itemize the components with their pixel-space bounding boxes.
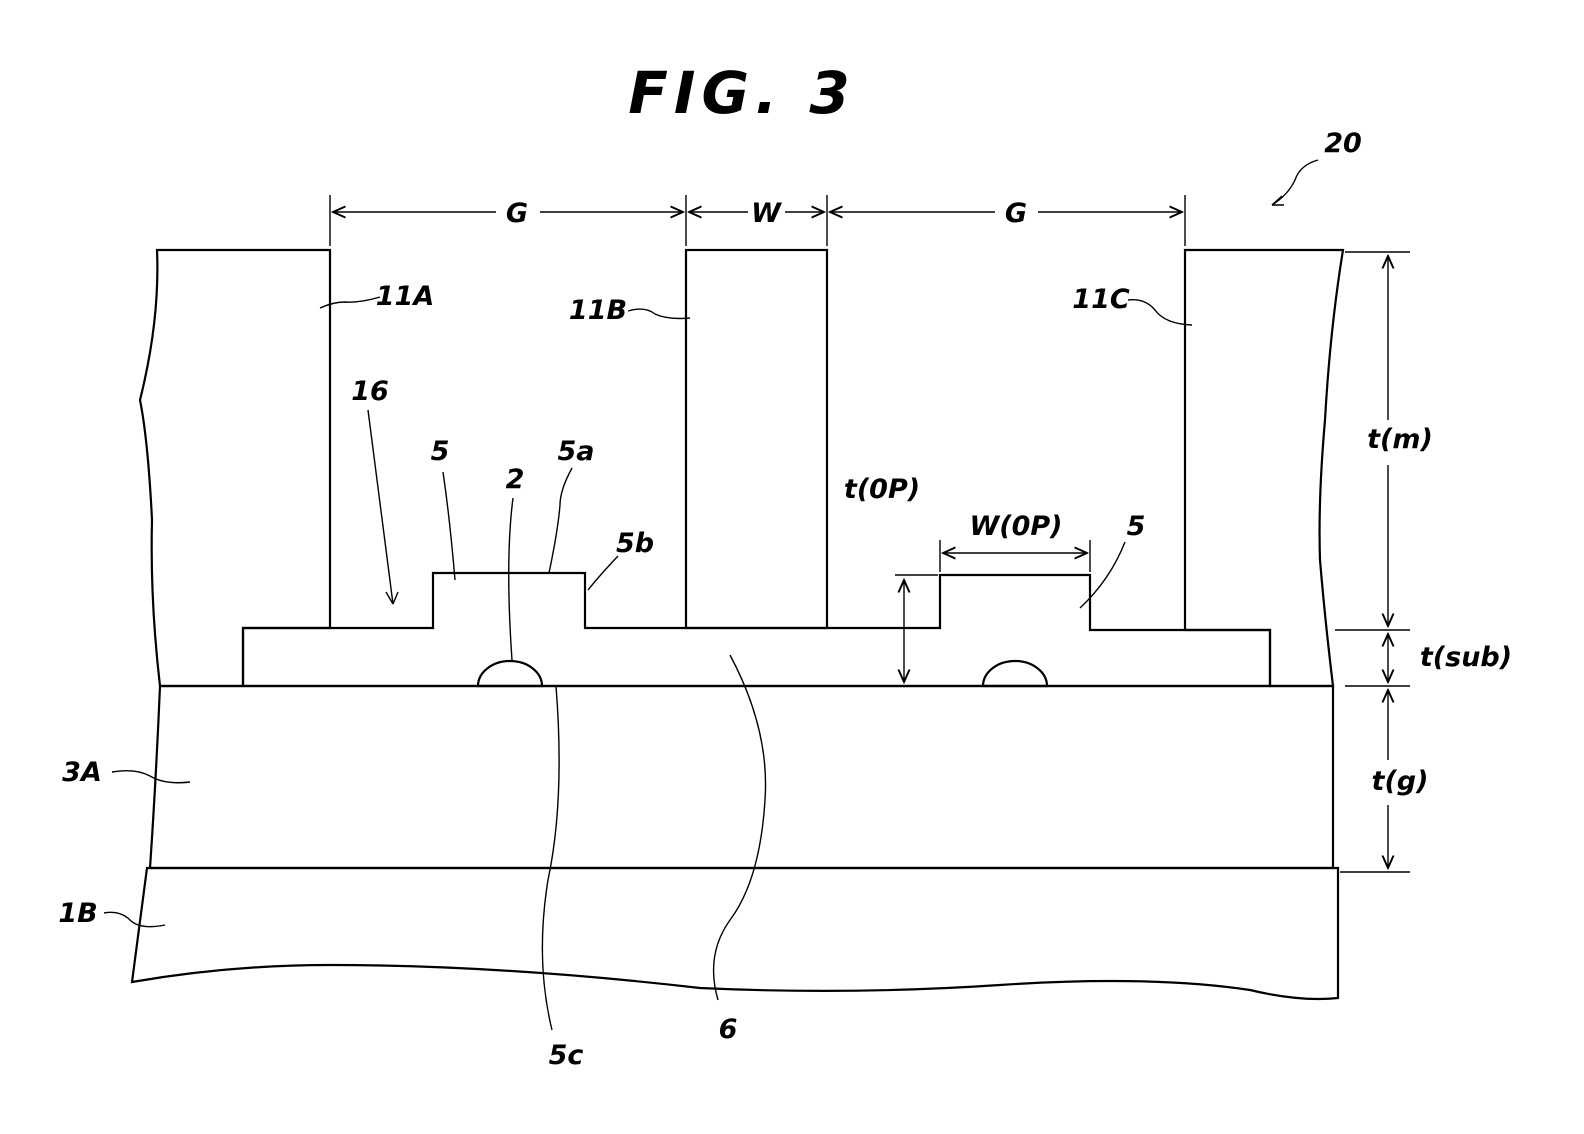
- dim-t-op: t(0P): [844, 474, 920, 505]
- electrode-11a: [140, 250, 330, 686]
- label-ridge-base-5c: 5c: [549, 1040, 584, 1071]
- dim-gap-right: G: [1005, 198, 1027, 229]
- label-11a: 11A: [376, 281, 434, 312]
- label-substrate-6: 6: [719, 1014, 738, 1045]
- label-base-1b: 1B: [58, 898, 97, 929]
- label-ridge-top-5a: 5a: [557, 436, 594, 467]
- dim-width-center: W: [751, 198, 782, 229]
- buffer-layer-3a: [150, 686, 1333, 868]
- waveguide-core-left: [478, 661, 542, 686]
- dim-gap-left: G: [506, 198, 528, 229]
- label-ridge-left-5: 5: [431, 436, 450, 467]
- base-layer-1b: [132, 868, 1338, 999]
- label-groove-16: 16: [351, 376, 389, 407]
- dim-t-g: t(g): [1372, 766, 1429, 797]
- figure-title: FIG. 3: [628, 59, 855, 127]
- label-core-2: 2: [506, 464, 525, 495]
- label-buffer-3a: 3A: [62, 757, 102, 788]
- substrate-layer-6: [243, 573, 1270, 686]
- waveguide-core-right: [983, 661, 1047, 686]
- dim-t-m: t(m): [1367, 424, 1433, 455]
- dim-w-op: W(0P): [969, 511, 1062, 542]
- label-ridge-right-5: 5: [1127, 511, 1146, 542]
- device-ref-label: 20: [1324, 128, 1362, 159]
- dim-t-sub: t(sub): [1420, 642, 1512, 673]
- label-ridge-step-5b: 5b: [616, 528, 654, 559]
- electrode-11b: [686, 250, 827, 628]
- electrode-11c: [1185, 250, 1343, 686]
- label-11c: 11C: [1072, 284, 1130, 315]
- label-11b: 11B: [569, 295, 627, 326]
